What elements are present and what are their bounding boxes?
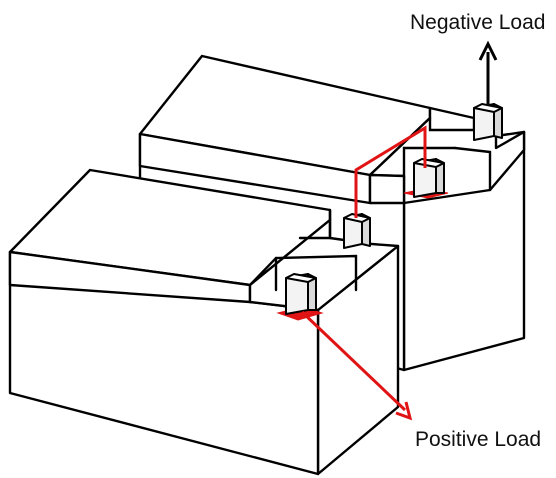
positive-load-arrow bbox=[300, 310, 413, 421]
negative-load-label: Negative Load bbox=[410, 11, 546, 34]
negative-load-arrow bbox=[478, 40, 498, 104]
positive-load-label: Positive Load bbox=[415, 428, 542, 451]
back-battery-step-riser bbox=[368, 173, 406, 205]
back-negative-terminal bbox=[473, 103, 503, 141]
front-negative-terminal bbox=[343, 213, 371, 249]
back-positive-terminal bbox=[403, 158, 449, 199]
front-positive-terminal bbox=[276, 273, 324, 321]
front-battery bbox=[8, 168, 400, 476]
series-link-wire bbox=[354, 125, 427, 218]
